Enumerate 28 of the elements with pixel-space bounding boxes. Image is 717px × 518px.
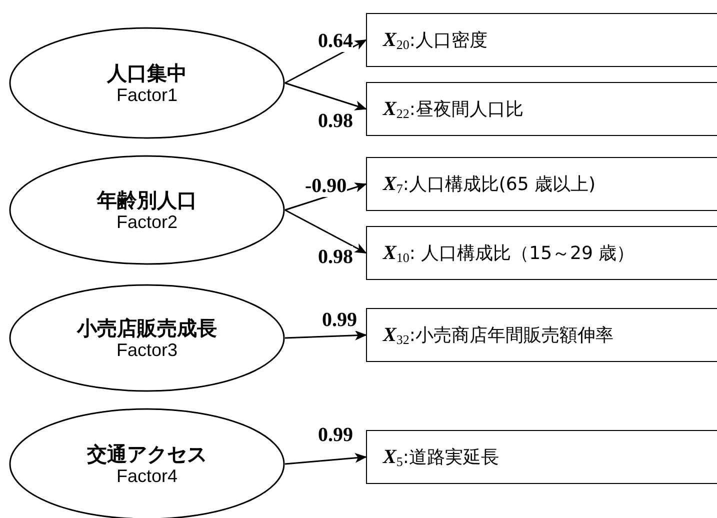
factor-label: Factor4: [116, 466, 178, 486]
factor-name: 交通アクセス: [87, 442, 207, 466]
arrow: [284, 39, 367, 84]
arrow: [284, 330, 367, 340]
factor-ellipse: [9, 27, 285, 139]
arrow: [284, 209, 367, 254]
variable-label: X$_{20}$:人口密度: [383, 28, 488, 52]
factor-name: 年齢別人口: [97, 188, 197, 212]
factor-ellipse: [9, 284, 285, 392]
variable-label: X$_{10}$: 人口構成比（15～29 歳）: [383, 240, 635, 266]
factor-name: 小売店販売成長: [77, 316, 217, 340]
factor-name: 人口集中: [107, 61, 187, 85]
factor-label: Factor3: [116, 340, 178, 360]
factor-label: Factor2: [116, 212, 178, 232]
variable-box: [366, 13, 717, 67]
variable-box: [366, 157, 717, 211]
variable-label: X$_{32}$:小売商店年間販売額伸率: [383, 322, 614, 348]
arrow: [284, 452, 367, 465]
variable-label: X$_{22}$:昼夜間人口比: [383, 96, 524, 122]
variable-box: [366, 430, 717, 484]
factor-ellipse: [9, 155, 285, 265]
variable-box: [366, 226, 717, 280]
variable-box: [366, 308, 717, 362]
variable-label: X$_{7}$:人口構成比(65 歳以上): [383, 172, 596, 196]
variable-box: [366, 82, 717, 136]
variable-label: X$_{5}$:道路実延長: [383, 444, 499, 470]
factor-label: Factor1: [116, 85, 178, 105]
arrow: [284, 82, 367, 110]
